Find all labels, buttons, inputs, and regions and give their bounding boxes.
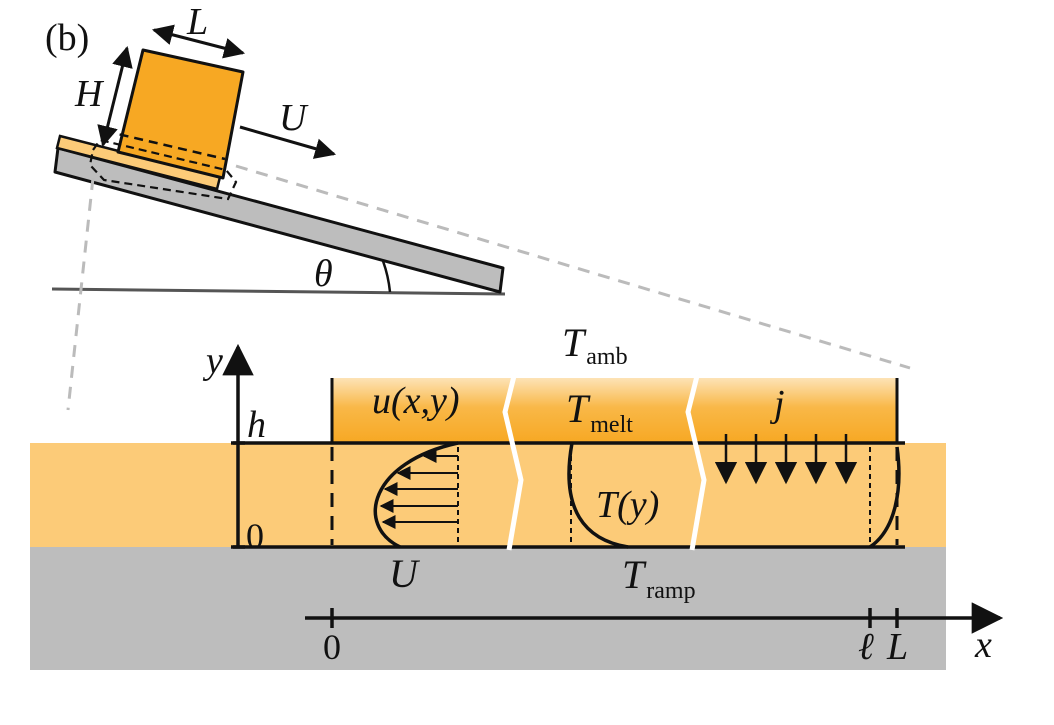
x-tick-label-ell: ℓ [858, 626, 874, 668]
melt-temperature-label: Tmelt [566, 386, 633, 438]
inclined-ramp [53, 146, 505, 294]
y-axis-label: y [202, 340, 223, 382]
ramp-substrate [30, 547, 946, 670]
block-height-arrow [97, 45, 133, 148]
melt-film [30, 443, 946, 547]
temperature-profile-curve [567, 442, 629, 549]
film-detail [30, 343, 1004, 670]
velocity-field-label: u(x,y) [372, 380, 460, 422]
flux-arrows [714, 434, 858, 485]
block-height-label: H [74, 73, 105, 115]
ramp-temperature-label: Tramp [622, 552, 696, 604]
angle-arc [381, 260, 392, 293]
velocity-arrows [379, 449, 458, 529]
ramp-sketch [51, 24, 506, 296]
break-mark-2 [685, 375, 707, 551]
ground-line [51, 287, 506, 296]
break-mark-1 [502, 375, 524, 551]
angle-label: θ [314, 253, 333, 295]
y-tick-label-h: h [247, 404, 266, 446]
zoom-guide-left [66, 177, 95, 411]
block-bottom [332, 378, 897, 443]
x-tick-label-L: L [886, 626, 908, 668]
temperature-profile-label: T(y) [596, 484, 659, 526]
block-velocity-arrow [239, 125, 337, 159]
block-velocity-label: U [279, 97, 309, 139]
x-tick-label-0: 0 [323, 627, 341, 667]
block-length-label: L [186, 1, 208, 43]
block-length-arrow [151, 24, 246, 59]
ambient-temperature-label: Tamb [562, 320, 628, 370]
edge-profile-curve [868, 446, 901, 549]
wall-velocity-label: U [389, 551, 421, 596]
y-tick-label-0: 0 [246, 516, 264, 556]
panel-label: (b) [45, 17, 89, 59]
x-axis-label: x [974, 624, 992, 666]
